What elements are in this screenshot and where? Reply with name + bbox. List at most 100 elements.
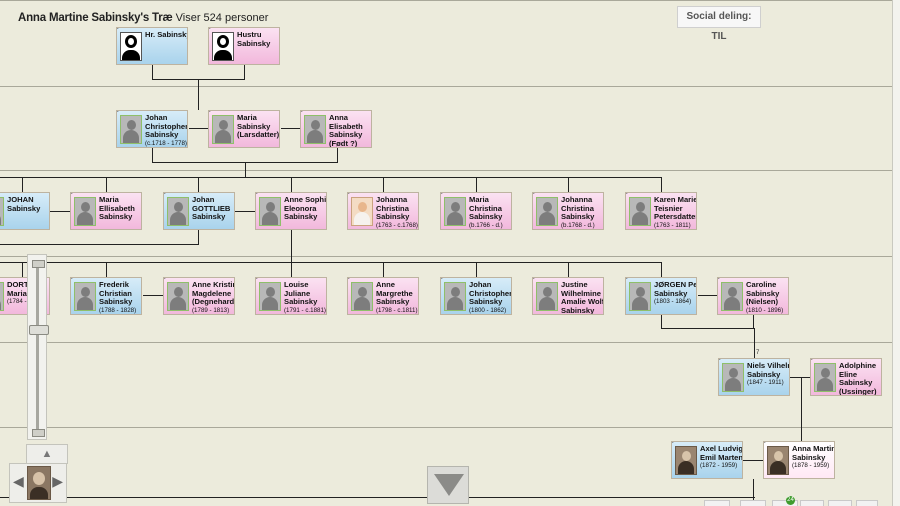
notification-badge[interactable]: 24 <box>786 496 795 505</box>
scroll-down-button[interactable] <box>427 466 469 504</box>
person-life-years: (1878 - 1959) <box>792 462 830 470</box>
baby-photo-icon <box>351 197 373 226</box>
navigate-up-button[interactable]: ▲ <box>26 444 68 464</box>
toolbar-button[interactable] <box>828 500 852 506</box>
silhouette-male-icon <box>74 282 96 311</box>
person-name-line: DORTH <box>7 280 34 289</box>
person-name-line: Johanna <box>561 195 593 204</box>
person-name-line: Teisnier <box>654 203 683 213</box>
zoom-slider-bottom-cap <box>32 429 45 437</box>
person-name-line: Maria <box>237 113 257 122</box>
zoom-slider-handle[interactable] <box>29 325 49 335</box>
person-name-line: Eleonora <box>284 203 317 213</box>
person-life-years: (c.1718 - 1778) <box>145 139 187 147</box>
silhouette-female-icon <box>721 282 743 311</box>
person-name-line: Sabinsky <box>284 297 318 307</box>
person-life-years: (1788 - 1828) <box>99 306 137 314</box>
silhouette-female-icon <box>304 115 326 144</box>
zoom-slider-top-cap <box>32 260 45 268</box>
up-arrow-icon: ▲ <box>41 448 53 460</box>
silhouette-male-icon <box>120 115 142 144</box>
person-name-line: Sabinsky <box>839 378 873 388</box>
person-name-line: Sabinsky <box>376 297 410 307</box>
person-life-years: (1798 - c.1811) <box>376 306 418 314</box>
person-name-line: Hustru <box>237 30 262 39</box>
toolbar-button[interactable] <box>772 500 798 506</box>
person-name-line: Anne Sophia <box>284 195 327 204</box>
social-sharing-button[interactable]: Social deling: TIL <box>677 6 761 42</box>
toolbar-button[interactable] <box>704 500 730 506</box>
person-name-line: Frederik <box>99 280 129 289</box>
nav-left-icon[interactable]: ◀ <box>13 473 24 489</box>
person-name-line: Christopher <box>469 288 512 298</box>
silhouette-female-icon <box>536 282 558 311</box>
zoom-slider-track <box>36 263 39 431</box>
nav-right-icon[interactable]: ▶ <box>52 473 63 489</box>
silhouette-male-icon <box>0 197 4 226</box>
person-name-line: Sabinsky <box>7 203 41 213</box>
silhouette-female-icon <box>444 197 466 226</box>
person-name-line: Maria <box>469 195 489 204</box>
person-name-line: Anna Martine <box>792 444 834 453</box>
person-name-line: Sabinsky <box>561 305 595 315</box>
person-name-line: Sabinsky <box>145 130 179 140</box>
tree-title: Anna Martine Sabinsky's Træ Viser 524 pe… <box>18 12 268 24</box>
person-card[interactable]: Anne KristineMagdelene(Degnehardt)(1789 … <box>163 277 235 315</box>
silhouette-female-icon <box>814 363 836 392</box>
person-life-years: (1763 - c.1768) <box>376 221 418 229</box>
person-name-line: Sabinsky <box>329 130 363 140</box>
person-name-line: Johan <box>145 113 168 122</box>
person-name-line: Christopher <box>145 121 188 131</box>
person-card[interactable]: Hr. Sabinsky <box>116 27 188 65</box>
toolbar-button[interactable] <box>740 500 766 506</box>
zoom-slider[interactable] <box>27 254 49 440</box>
person-photo-icon <box>675 446 697 475</box>
home-person-photo[interactable] <box>27 466 51 500</box>
generation-band <box>0 86 893 87</box>
person-life-years: (1810 - 1896) <box>746 306 784 314</box>
home-person-navigator[interactable]: ◀ ▶ <box>9 463 67 503</box>
generation-band <box>0 256 893 257</box>
generation-band <box>0 342 893 343</box>
person-name-line: Ellisabeth <box>99 203 135 213</box>
silhouette-male-icon <box>629 282 651 311</box>
person-name-line: GOTTLIEB <box>192 203 231 213</box>
person-name-line: Sabinsky <box>792 452 826 462</box>
person-life-years: (1872 - 1959) <box>700 462 738 470</box>
person-photo-icon <box>767 446 789 475</box>
generation-band <box>0 427 893 428</box>
person-card[interactable]: JØRGEN PeterSabinsky(1803 - 1864) <box>625 277 697 315</box>
person-name-line: Sabinsky <box>376 212 410 222</box>
person-name-line: Emil Martens <box>700 452 743 462</box>
silhouette-female-icon <box>259 282 281 311</box>
toolbar-button[interactable] <box>856 500 878 506</box>
toolbar-button[interactable] <box>800 500 824 506</box>
person-name-line: Anne <box>376 280 395 289</box>
person-name-line: Maria <box>99 195 119 204</box>
silhouette-female-icon <box>74 197 96 226</box>
vertical-scrollbar[interactable] <box>892 0 900 506</box>
